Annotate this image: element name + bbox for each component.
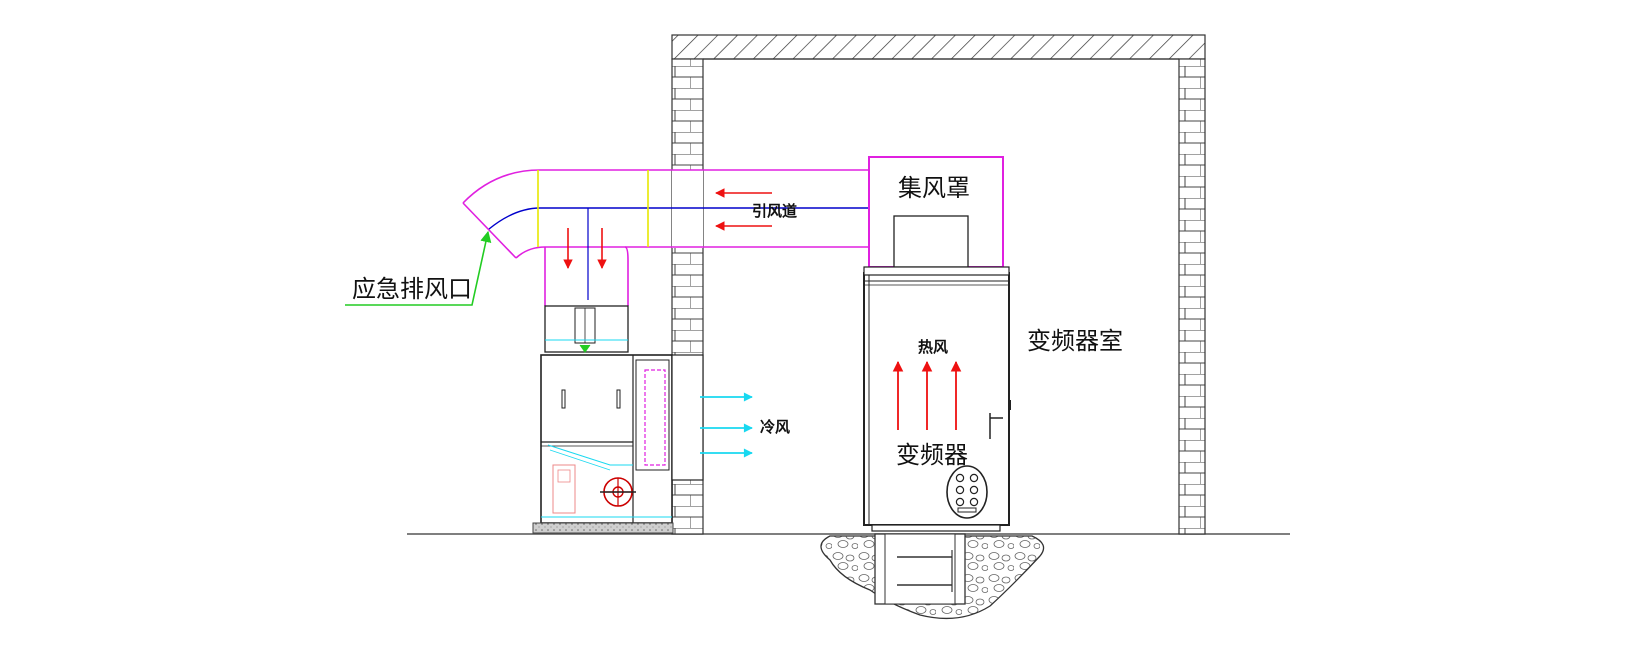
label-hot-air: 热风 [918, 338, 948, 356]
duct-centerline [488, 207, 870, 230]
hood-inner-box [893, 215, 969, 268]
label-emergency-exhaust: 应急排风口 [352, 275, 472, 303]
label-air-duct: 引风道 [752, 202, 797, 220]
vent-grille-icon [946, 465, 988, 519]
label-collector-hood: 集风罩 [898, 174, 970, 202]
emergency-exhaust-leader [345, 230, 492, 306]
inverter-cabinet [863, 266, 1011, 532]
air-conditioner-unit [532, 305, 704, 534]
label-inverter: 变频器 [896, 441, 968, 469]
label-inverter-room: 变频器室 [1027, 327, 1123, 355]
label-cold-air: 冷风 [760, 418, 790, 436]
air-duct [462, 169, 870, 306]
fan-icon [600, 477, 636, 507]
ground-hatch-icon [820, 533, 1045, 620]
wall-duct-opening [672, 170, 703, 248]
